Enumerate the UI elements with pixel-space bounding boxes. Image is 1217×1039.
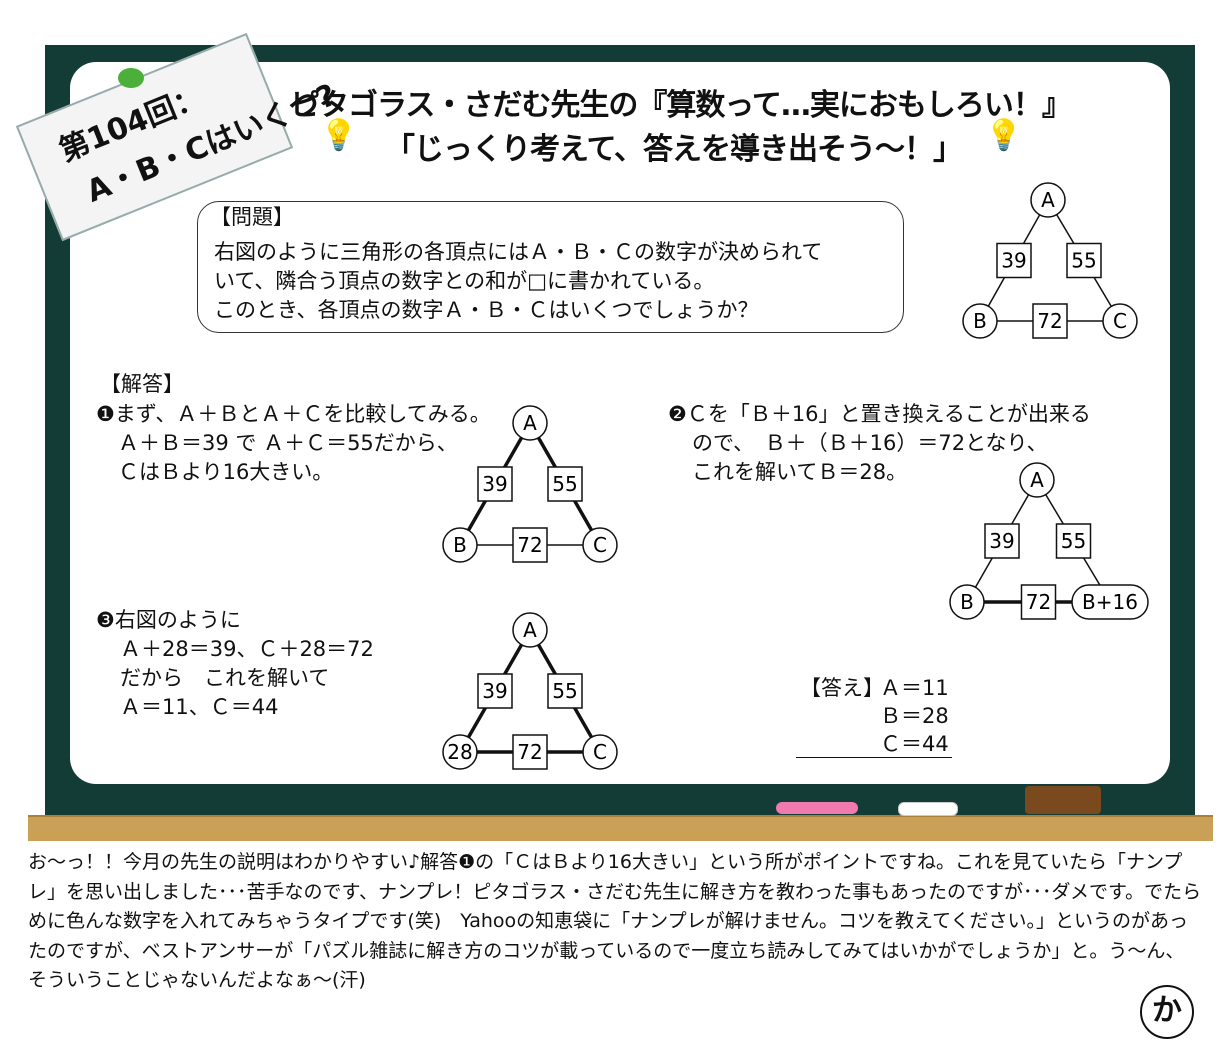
sum-value: 55 — [552, 679, 577, 703]
vertex-node — [582, 527, 618, 563]
problem-line: 右図のように三角形の各頂点にはＡ・Ｂ・Ｃの数字が決められて — [214, 240, 823, 264]
chalk-ledge — [28, 815, 1213, 841]
sum-box — [984, 523, 1020, 559]
problem-box — [197, 201, 904, 333]
vertex-node — [512, 612, 548, 648]
vertex-label: C — [593, 740, 607, 764]
problem-line: このとき、各頂点の数字Ａ・Ｂ・Ｃはいくつでしょうか？ — [214, 298, 759, 322]
problem-heading: 【問題】 — [210, 205, 294, 229]
sum-value: 55 — [552, 472, 577, 496]
vertex-label: C — [1113, 309, 1127, 333]
vertex-label: B+16 — [1082, 590, 1138, 614]
vertex-node — [442, 527, 478, 563]
vertex-node — [1071, 584, 1149, 620]
sum-value: 72 — [517, 740, 542, 764]
final-answer-label: 【答え】 — [800, 676, 884, 700]
sum-value: 39 — [482, 679, 507, 703]
sum-box — [547, 466, 583, 502]
sum-box — [1066, 242, 1102, 279]
vertex-node — [949, 584, 985, 620]
sum-box — [477, 673, 513, 709]
final-answer-b: Ｂ＝28 — [880, 704, 949, 728]
problem-line: いて、隣合う頂点の数字との和が□に書かれている。 — [214, 269, 715, 293]
sum-box — [1020, 584, 1057, 620]
author-signature: か — [1140, 985, 1194, 1039]
step3-line: Ａ＋28＝39、Ｃ＋28＝72 — [120, 637, 374, 661]
sum-value: 72 — [1026, 590, 1051, 614]
step3-line: だから これを解いて — [120, 666, 330, 690]
step2-line: これを解いてＢ＝28。 — [692, 460, 908, 484]
sum-value: 39 — [989, 529, 1014, 553]
step3-line: Ａ＝11、Ｃ＝44 — [120, 695, 279, 719]
vertex-node — [1019, 462, 1055, 498]
sum-box — [1032, 303, 1068, 339]
commentary-text: お～っ！！今月の先生の説明はわかりやすい♪解答❶の「ＣはＢより16大きい」という… — [28, 851, 1202, 991]
vertex-label: C — [593, 533, 607, 557]
answer-heading: 【解答】 — [100, 372, 184, 396]
vertex-node — [1030, 182, 1066, 218]
vertex-node — [962, 303, 998, 339]
vertex-label: B — [973, 309, 987, 333]
vertex-label: A — [1041, 188, 1055, 212]
step2-line: ❷Ｃを「Ｂ＋16」と置き換えることが出来る — [668, 402, 1091, 426]
vertex-node — [582, 734, 618, 770]
vertex-label: 28 — [447, 740, 472, 764]
step2-line: ので、 Ｂ＋（Ｂ＋16）＝72となり、 — [692, 431, 1048, 455]
page-subtitle: 「じっくり考えて、答えを導き出そう～！」 — [385, 132, 963, 167]
answer-underline — [796, 757, 952, 758]
sum-box — [996, 242, 1032, 279]
sum-box — [512, 734, 548, 770]
sum-value: 72 — [517, 533, 542, 557]
step1-line: ＣはＢより16大きい。 — [118, 460, 334, 484]
eraser — [1025, 786, 1101, 814]
final-answer-c: Ｃ＝44 — [880, 732, 949, 756]
final-answer-a: Ａ＝11 — [880, 676, 949, 700]
lightbulb-icon: 💡 — [985, 118, 1023, 153]
vertex-label: B — [453, 533, 467, 557]
white-chalk — [898, 802, 958, 816]
sum-value: 72 — [1037, 309, 1062, 333]
vertex-label: A — [1030, 468, 1044, 492]
sum-value: 39 — [482, 472, 507, 496]
step1-line: ❶まず、Ａ＋ＢとＡ＋Ｃを比較してみる。 — [96, 402, 491, 426]
vertex-node — [512, 405, 548, 441]
step1-line: Ａ＋Ｂ＝39 で Ａ＋Ｃ＝55だから、 — [118, 431, 458, 455]
sum-box — [512, 527, 548, 563]
step3-line: ❸右図のように — [96, 608, 241, 632]
pushpin-icon — [118, 68, 144, 88]
sum-value: 55 — [1061, 529, 1086, 553]
vertex-node — [442, 734, 478, 770]
sum-box — [547, 673, 583, 709]
sum-box — [477, 466, 513, 502]
sum-box — [1055, 523, 1092, 559]
page-title: ピタゴラス・さだむ先生の『算数って…実におもしろい！』 — [290, 88, 1072, 123]
board-writing-area — [70, 62, 1170, 784]
vertex-label: B — [960, 590, 974, 614]
sum-value: 55 — [1071, 249, 1096, 273]
vertex-label: A — [523, 618, 537, 642]
pink-chalk — [776, 802, 858, 814]
sum-value: 39 — [1001, 249, 1026, 273]
vertex-label: A — [523, 411, 537, 435]
vertex-node — [1102, 303, 1138, 339]
lightbulb-icon: 💡 — [320, 118, 358, 153]
